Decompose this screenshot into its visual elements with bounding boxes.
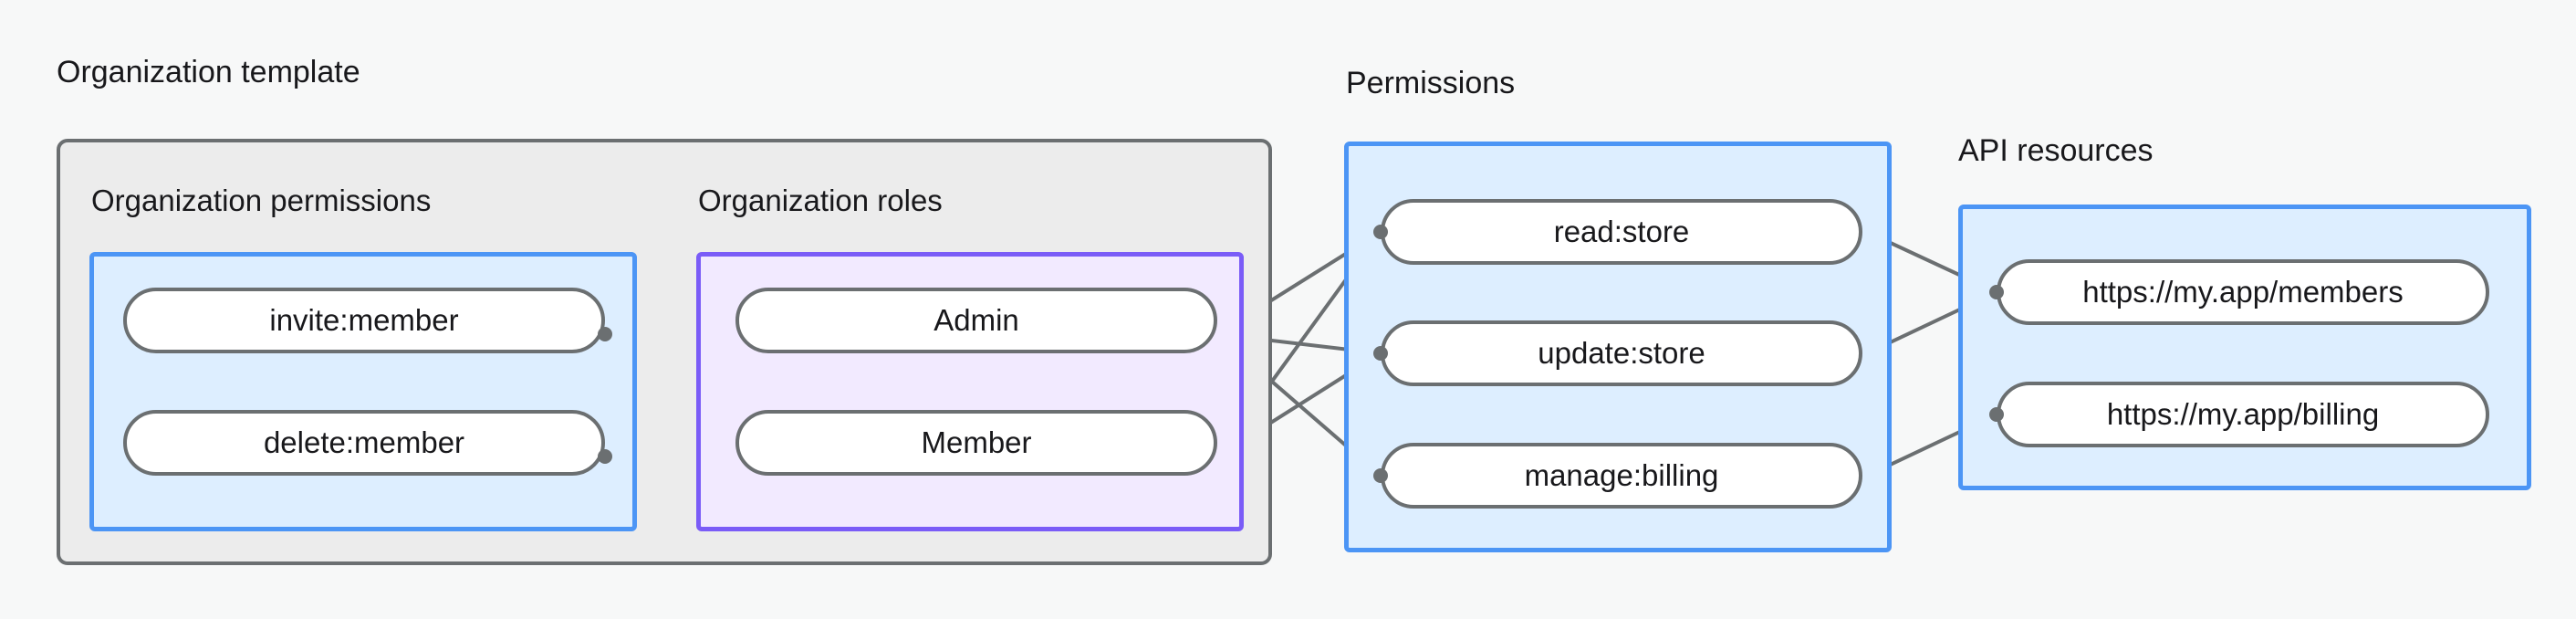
caption-api-resources: API resources — [1958, 133, 2154, 168]
node-member-label: Member — [921, 425, 1032, 459]
caption-organization-roles: Organization roles — [698, 184, 943, 217]
port-dot-update-store — [1373, 346, 1388, 361]
port-dot-invite-member — [598, 327, 612, 341]
node-api-billing[interactable]: https://my.app/billing — [1997, 382, 2489, 447]
caption-permissions: Permissions — [1346, 66, 1516, 100]
node-api-members[interactable]: https://my.app/members — [1997, 259, 2489, 325]
node-delete-member-label: delete:member — [263, 425, 465, 459]
port-dot-api-members — [1989, 285, 2004, 299]
node-read-store[interactable]: read:store — [1381, 199, 1862, 265]
node-delete-member[interactable]: delete:member — [123, 410, 605, 476]
node-api-billing-label: https://my.app/billing — [2106, 397, 2380, 431]
caption-organization-permissions: Organization permissions — [91, 184, 432, 217]
node-member[interactable]: Member — [735, 410, 1217, 476]
node-manage-billing-label: manage:billing — [1524, 458, 1719, 492]
node-admin[interactable]: Admin — [735, 288, 1217, 353]
node-update-store-label: update:store — [1538, 336, 1705, 370]
port-dot-api-billing — [1989, 407, 2004, 422]
node-read-store-label: read:store — [1553, 215, 1690, 248]
port-dot-delete-member — [598, 449, 612, 464]
node-manage-billing[interactable]: manage:billing — [1381, 443, 1862, 509]
node-admin-label: Admin — [933, 303, 1019, 337]
node-invite-member-label: invite:member — [269, 303, 459, 337]
node-invite-member[interactable]: invite:member — [123, 288, 605, 353]
group-api-resources — [1958, 205, 2531, 490]
caption-organization-template: Organization template — [57, 55, 360, 89]
node-api-members-label: https://my.app/members — [2082, 275, 2404, 309]
port-dot-manage-billing — [1373, 468, 1388, 483]
node-update-store[interactable]: update:store — [1381, 320, 1862, 386]
port-dot-read-store — [1373, 225, 1388, 239]
